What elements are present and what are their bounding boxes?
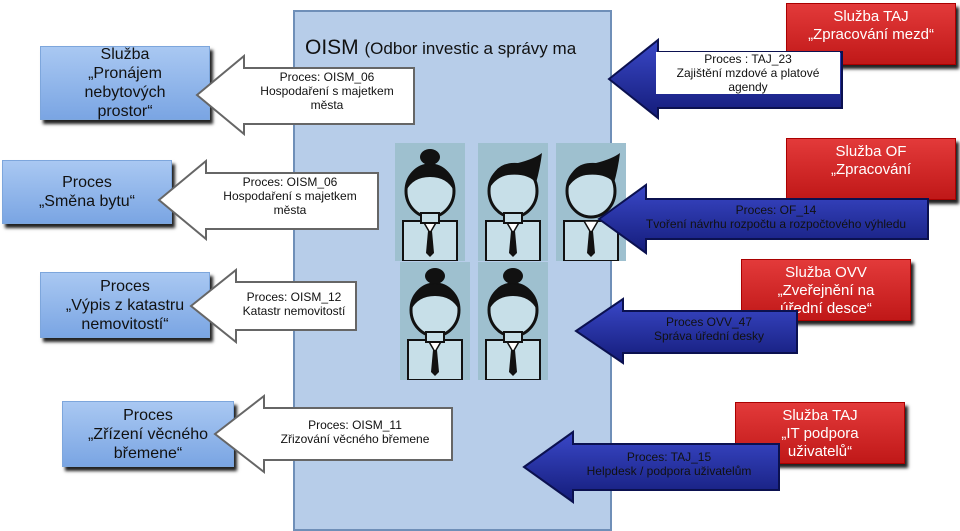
box-line: „IT podpora xyxy=(781,425,859,442)
process-box-zrizeni-bremene: Proces „Zřízení věcného břemene“ xyxy=(62,401,234,467)
box-line: „Směna bytu“ xyxy=(38,193,136,210)
box-line: Proces xyxy=(100,277,150,295)
panel-title-main: OISM xyxy=(305,36,359,59)
box-line: Proces xyxy=(123,406,173,424)
box-line: Služba TAJ xyxy=(833,8,909,25)
arrow-line: Proces: TAJ_15 xyxy=(626,450,712,464)
box-line: Služba OF xyxy=(835,143,907,160)
panel-title: OISM (Odbor investic a správy ma xyxy=(305,36,576,60)
arrow-line: Proces: OISM_06 xyxy=(279,70,375,84)
process-box-smena-bytu: Proces „Směna bytu“ xyxy=(2,160,172,224)
arrow-line: města xyxy=(310,98,344,112)
service-box-zpracovani-mezd: Služba TAJ „Zpracování mezd“ xyxy=(786,3,956,65)
man-icon xyxy=(556,143,626,261)
arrow-line: Proces OVV_47 xyxy=(665,315,753,329)
box-line: uživatelů“ xyxy=(787,443,853,460)
box-line: Služba TAJ xyxy=(782,407,858,424)
man-icon xyxy=(478,143,548,261)
arrow-line: Proces : TAJ_23 xyxy=(704,52,792,66)
box-line: „Zveřejnění na xyxy=(777,282,875,299)
process-arrow-oism06-b: Proces: OISM_06 Hospodaření s majetkem m… xyxy=(156,157,382,243)
process-arrow-taj15: Proces: TAJ_15 Helpdesk / podpora uživat… xyxy=(521,428,783,506)
box-line: Služba OVV xyxy=(785,264,867,281)
arrow-line: Helpdesk / podpora uživatelům xyxy=(586,464,752,478)
box-line: „Zpracování mezd“ xyxy=(808,26,934,43)
box-line: „Zřízení věcného xyxy=(87,425,209,443)
process-arrow-ovv47: Proces OVV_47 Správa úřední desky xyxy=(573,295,801,367)
arrow-line: Proces: OISM_12 xyxy=(246,290,342,304)
process-arrow-oism12: Proces: OISM_12 Katastr nemovitostí xyxy=(188,266,360,346)
box-line: prostor“ xyxy=(97,103,153,120)
arrow-line: Hospodaření s majetkem xyxy=(260,84,394,98)
arrow-line: Katastr nemovitostí xyxy=(242,304,346,318)
box-line: úřední desce“ xyxy=(780,300,872,317)
box-line: „Zpracování xyxy=(830,161,912,178)
process-box-vypis-katastru: Proces „Výpis z katastru nemovitostí“ xyxy=(40,272,210,338)
box-line: „Výpis z katastru xyxy=(65,296,185,314)
arrow-line: agendy xyxy=(728,80,768,94)
service-box-it-podpora: Služba TAJ „IT podpora uživatelů“ xyxy=(735,402,905,464)
arrow-line: Hospodaření s majetkem xyxy=(223,189,357,203)
woman-icon xyxy=(395,143,465,261)
arrow-line: města xyxy=(273,203,307,217)
arrow-line: Proces: OISM_11 xyxy=(308,418,402,432)
woman-icon xyxy=(478,262,548,380)
box-line: břemene“ xyxy=(113,444,183,462)
service-box-zpracovani-rozpoctu: Služba OF „Zpracování xyxy=(786,138,956,200)
box-line: „Pronájem xyxy=(88,65,162,82)
box-line: nemovitostí“ xyxy=(81,315,169,333)
arrow-line: Proces: OISM_06 xyxy=(242,175,338,189)
box-line: nebytových xyxy=(84,84,166,101)
arrow-line: Tvoření návrhu rozpočtu a rozpočtového v… xyxy=(645,217,907,231)
arrow-line: Správa úřední desky xyxy=(653,329,765,343)
process-arrow-oism11: Proces: OISM_11 Zřizování věcného břemen… xyxy=(212,392,456,476)
arrow-line: Zřizování věcného břemene xyxy=(280,432,430,446)
box-line: Služba xyxy=(100,46,150,63)
arrow-line: Proces: OF_14 xyxy=(735,203,817,217)
woman-icon xyxy=(400,262,470,380)
box-line: Proces xyxy=(62,174,112,191)
panel-title-sub: (Odbor investic a správy ma xyxy=(364,39,577,58)
process-arrow-taj23: Proces : TAJ_23 Zajištění mzdové a plato… xyxy=(606,36,846,122)
arrow-line: Zajištění mzdové a platové xyxy=(676,66,820,80)
process-arrow-oism06-a: Proces: OISM_06 Hospodaření s majetkem m… xyxy=(194,52,418,138)
process-arrow-of14: Proces: OF_14 Tvoření návrhu rozpočtu a … xyxy=(596,181,932,257)
service-box-pronajem: Služba „Pronájem nebytových prostor“ xyxy=(40,46,210,120)
